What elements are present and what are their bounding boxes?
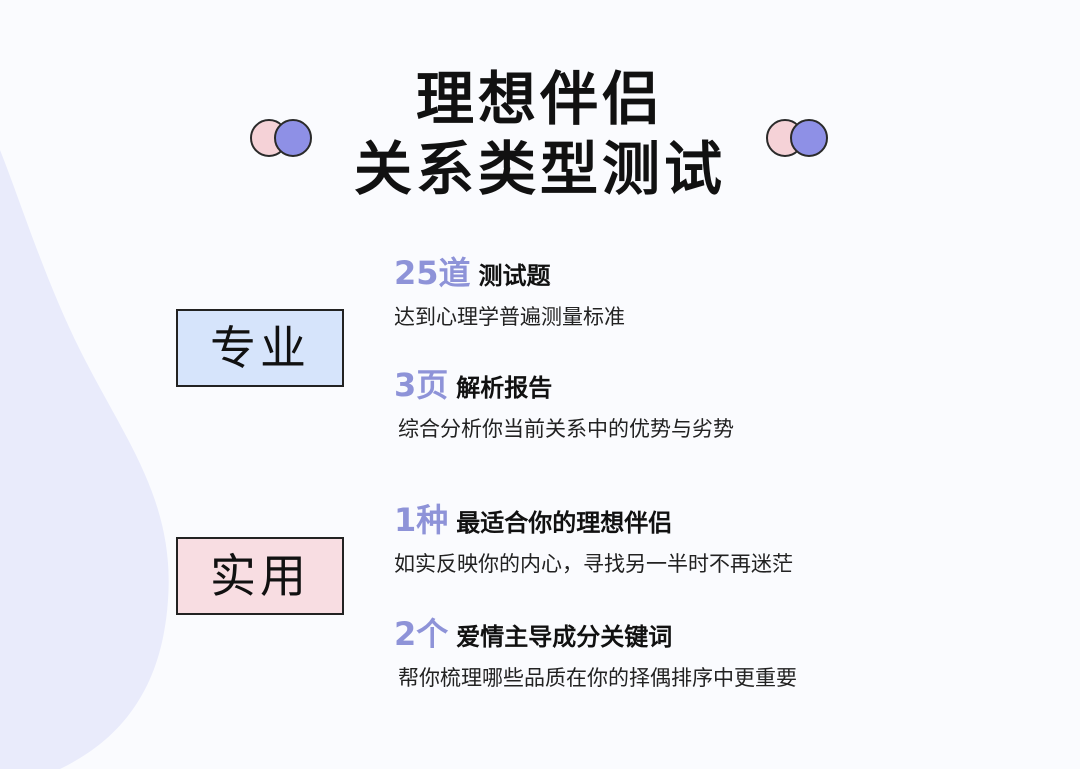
tag-practical: 实用 bbox=[176, 537, 344, 615]
feature-heading: 最适合你的理想伴侣 bbox=[456, 509, 673, 537]
background-blob-path bbox=[0, 150, 169, 769]
feature-heading: 测试题 bbox=[478, 262, 551, 290]
overlapping-circles-icon-right bbox=[766, 119, 832, 159]
feature-heading-row: 25道测试题 bbox=[394, 253, 625, 293]
feature-number: 3页 bbox=[394, 366, 449, 404]
page-title-line-2: 关系类型测试 bbox=[353, 135, 726, 203]
feature-item-ideal-partner: 1种最适合你的理想伴侣 如实反映你的内心，寻找另一半时不再迷茫 bbox=[394, 500, 793, 578]
feature-number: 2个 bbox=[394, 615, 449, 653]
overlapping-circles-icon-left bbox=[250, 119, 316, 159]
feature-number: 1种 bbox=[394, 501, 449, 539]
feature-heading-row: 1种最适合你的理想伴侣 bbox=[394, 500, 793, 540]
tag-professional: 专业 bbox=[176, 309, 344, 387]
purple-circle-icon bbox=[790, 119, 828, 157]
feature-item-questions: 25道测试题 达到心理学普遍测量标准 bbox=[394, 253, 625, 331]
feature-heading: 爱情主导成分关键词 bbox=[456, 623, 673, 651]
feature-item-keywords: 2个爱情主导成分关键词 帮你梳理哪些品质在你的择偶排序中更重要 bbox=[394, 614, 797, 692]
feature-heading-row: 2个爱情主导成分关键词 bbox=[394, 614, 797, 654]
feature-description: 帮你梳理哪些品质在你的择偶排序中更重要 bbox=[398, 666, 797, 690]
feature-description: 如实反映你的内心，寻找另一半时不再迷茫 bbox=[394, 552, 793, 576]
feature-description: 达到心理学普遍测量标准 bbox=[394, 305, 625, 329]
background-blob-shape bbox=[0, 150, 169, 769]
purple-circle-icon bbox=[274, 119, 312, 157]
feature-number: 25道 bbox=[394, 254, 471, 292]
feature-heading-row: 3页解析报告 bbox=[394, 365, 734, 405]
page-title-line-1: 理想伴侣 bbox=[415, 65, 664, 133]
feature-item-report: 3页解析报告 综合分析你当前关系中的优势与劣势 bbox=[394, 365, 734, 443]
feature-heading: 解析报告 bbox=[456, 374, 553, 402]
feature-description: 综合分析你当前关系中的优势与劣势 bbox=[398, 417, 734, 441]
